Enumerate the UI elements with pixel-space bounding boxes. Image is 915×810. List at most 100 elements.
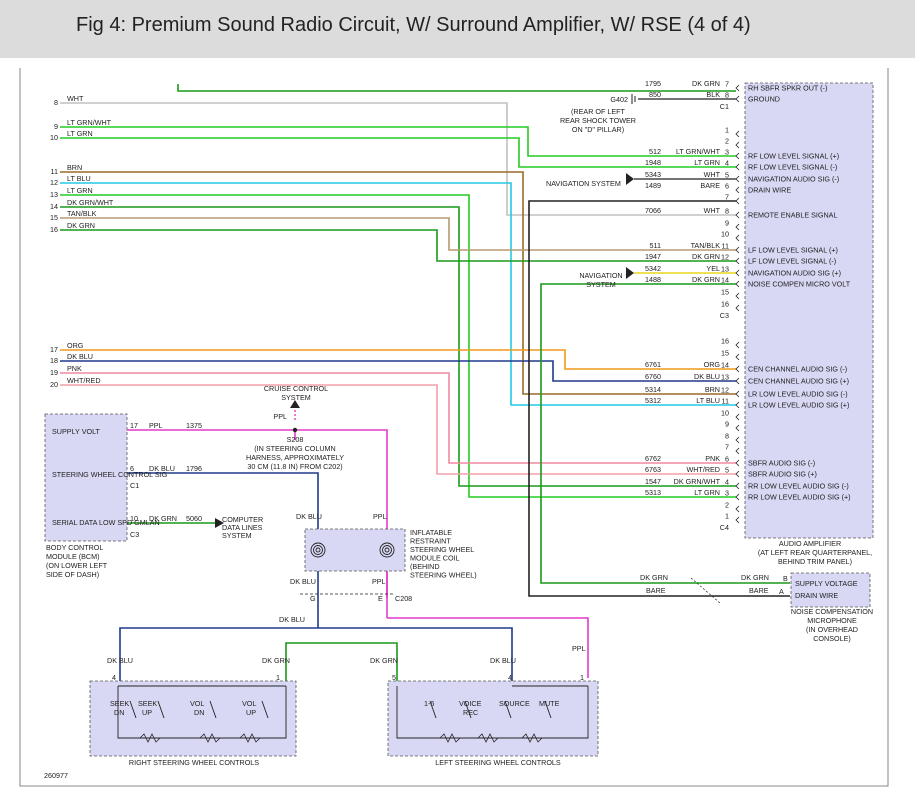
mic-wire-color: DK GRN: [640, 573, 668, 582]
connector-pin-mark: [735, 186, 740, 194]
connector-pin-mark: [735, 304, 740, 312]
resistor-icon: [439, 733, 543, 743]
switch-icon: [129, 700, 137, 719]
connector-pin-mark: [735, 413, 740, 421]
bcm-connector-label: C1: [130, 481, 139, 490]
navigation-system-label: NAVIGATION SYSTEM: [546, 179, 621, 188]
coil-box: [304, 528, 406, 572]
amp-pin-number: 2: [725, 137, 729, 146]
bcm-wire-circuit: 5060: [186, 514, 202, 523]
connector-pin-mark: [735, 234, 740, 242]
amp-wire-circuit: 5343: [645, 170, 661, 179]
connector-pin-mark: [735, 257, 740, 265]
right-sw-switch-label: UP: [246, 708, 256, 717]
wire-dkblu-right-sw: [119, 627, 318, 683]
navigation-system-label: SYSTEM: [586, 280, 616, 289]
wire-mic-drain: [528, 200, 790, 597]
amp-connector-label: C4: [720, 523, 729, 532]
amp-pin-label: RR LOW LEVEL AUDIO SIG (+): [748, 493, 851, 502]
amp-pin-number: 8: [725, 91, 729, 100]
connector-pin-mark: [735, 516, 740, 524]
wire-sbfr-plus: [60, 384, 736, 475]
switch-icon: [209, 700, 217, 719]
connector-pin-mark: [735, 197, 740, 205]
left-sw-pin: 5: [392, 673, 396, 682]
wire-rh-sbfr-out: [177, 84, 736, 92]
amp-wire-color: DK BLU: [694, 372, 720, 381]
amp-pin-number: 11: [722, 242, 729, 251]
amp-pin-number: 6: [725, 455, 729, 464]
resistor-icon: [139, 733, 261, 743]
amp-wire-circuit: 1948: [645, 158, 661, 167]
amp-pin-label: RR LOW LEVEL AUDIO SIG (-): [748, 482, 849, 491]
amp-pin-label: GROUND: [748, 95, 780, 104]
wire-lr-plus: [60, 182, 736, 406]
inline-connector: [690, 577, 721, 604]
amp-wire-circuit: 1947: [645, 252, 661, 261]
amp-pin-number: 5: [725, 171, 729, 180]
connector-pin-mark: [735, 130, 740, 138]
left-wire-color: LT GRN: [67, 129, 93, 138]
amp-pin-number: 13: [721, 265, 729, 274]
left-sw-wire-color: DK GRN: [370, 656, 398, 665]
amp-wire-color: TAN/BLK: [691, 241, 721, 250]
amp-wire-color: LT GRN: [694, 488, 720, 497]
mic-wire-color: DK GRN: [741, 573, 769, 582]
left-sw-switch-label: 1-6: [424, 699, 434, 708]
connector-pin-mark: [735, 152, 740, 160]
right-sw-switch-label: VOL: [190, 699, 204, 708]
splice-dot: [292, 427, 298, 433]
amp-pin-label: SBFR AUDIO SIG (+): [748, 470, 817, 479]
amplifier-location: (AT LEFT REAR QUARTERPANEL,: [758, 548, 872, 557]
s208-desc: HARNESS, APPROXIMATELY: [246, 453, 344, 462]
switch-icon: [157, 700, 165, 719]
connector-pin-mark: [735, 280, 740, 288]
amp-wire-circuit: 1489: [645, 181, 661, 190]
amp-wire-color: DK GRN/WHT: [674, 477, 721, 486]
coil-name: MODULE COIL: [410, 554, 460, 563]
bcm-box: [44, 413, 128, 542]
amp-pin-label: LR LOW LEVEL AUDIO SIG (+): [748, 401, 849, 410]
ground-name: G402: [610, 95, 628, 104]
right-sw-network: [117, 685, 287, 739]
amp-pin-number: 5: [725, 466, 729, 475]
mic-wire-color: BARE: [646, 586, 666, 595]
left-wire-color: WHT/RED: [67, 376, 101, 385]
amp-pin-number: 10: [721, 230, 729, 239]
amp-wire-circuit: 511: [650, 241, 661, 250]
amp-wire-circuit: 5314: [645, 385, 661, 394]
bcm-location: (ON LOWER LEFT: [46, 561, 108, 570]
amp-wire-color: LT BLU: [696, 396, 720, 405]
mic-pin-label: SUPPLY VOLTAGE: [795, 579, 858, 588]
microphone-name: (IN OVERHEAD: [806, 625, 858, 634]
amp-wire-circuit: 6760: [645, 372, 661, 381]
left-sw-switch-label: SOURCE: [499, 699, 530, 708]
amp-pin-number: 4: [725, 159, 729, 168]
amp-wire-circuit: 1547: [645, 477, 661, 486]
bcm-pin-label: SERIAL DATA LOW SPD GMLAN: [52, 518, 160, 527]
document-number: 260977: [44, 771, 68, 780]
right-sw-wire-color: DK BLU: [107, 656, 133, 665]
right-sw-switch-label: DN: [114, 708, 124, 717]
right-sw-switch-label: UP: [142, 708, 152, 717]
ground-location: (REAR OF LEFT: [571, 107, 626, 116]
s208-desc: 30 CM (11.8 IN) FROM C202): [247, 462, 342, 471]
connector-pin-mark: [735, 292, 740, 300]
left-pin-number: 17: [50, 345, 58, 354]
connector-pin-mark: [735, 470, 740, 478]
amp-wire-circuit: 6762: [645, 454, 661, 463]
amp-wire-color: WHT: [704, 206, 721, 215]
wire-lf-plus: [60, 217, 736, 251]
amp-pin-label: RF LOW LEVEL SIGNAL (-): [748, 163, 837, 172]
connector-pin-mark: [735, 269, 740, 277]
amplifier-name: AUDIO AMPLIFIER: [779, 539, 841, 548]
arrow-icon: [290, 400, 300, 408]
cruise-wire-color: PPL: [273, 412, 287, 421]
left-sw-box: [387, 680, 599, 757]
amp-pin-number: 15: [721, 288, 729, 297]
ground-location: ON "D" PILLAR): [572, 125, 624, 134]
switch-icon: [261, 700, 269, 719]
amp-wire-circuit: 5342: [645, 264, 661, 273]
connector-pin-mark: [735, 246, 740, 254]
